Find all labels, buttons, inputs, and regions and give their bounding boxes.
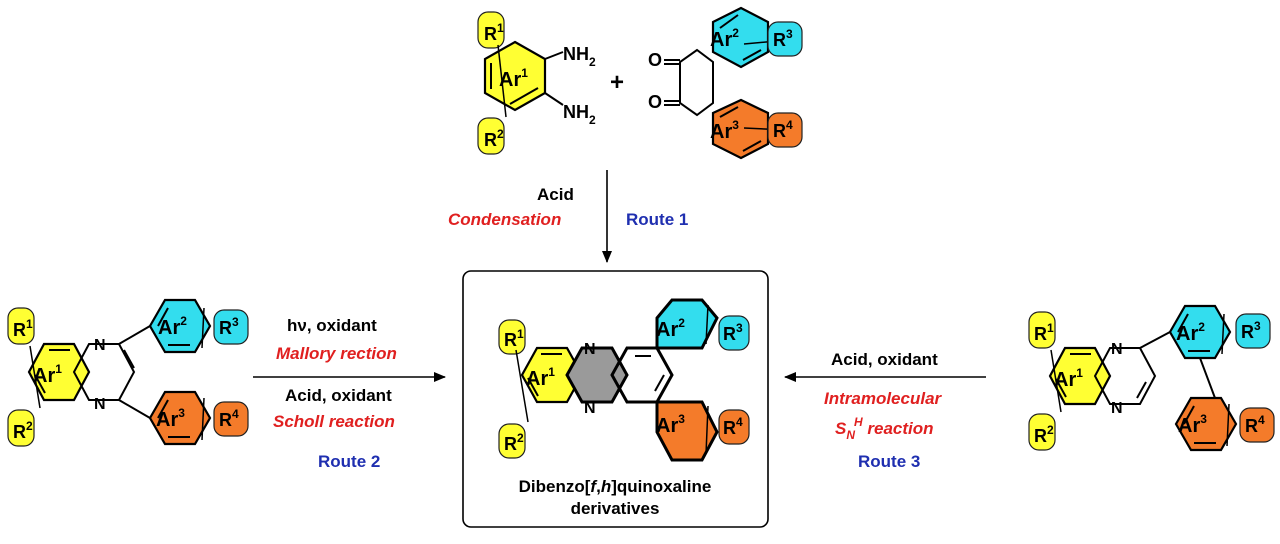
route2-reaction1: Mallory rection: [276, 344, 397, 363]
svg-text:N: N: [1111, 400, 1123, 417]
svg-text:N: N: [94, 337, 106, 354]
ar3-ring: [711, 98, 770, 160]
ar3-label: Ar3: [710, 118, 739, 143]
route3-reagent: Acid, oxidant: [831, 350, 938, 369]
route3-reaction1: Intramolecular: [824, 389, 943, 408]
nh2-bottom: NH2: [563, 102, 596, 127]
r3-pill: [767, 21, 803, 57]
svg-text:Ar2: Ar2: [158, 314, 187, 339]
svg-text:Ar3: Ar3: [156, 406, 185, 431]
product-name-line1: Dibenzo[f,h]quinoxaline: [519, 477, 712, 496]
svg-text:R4: R4: [219, 407, 239, 430]
svg-text:N: N: [584, 341, 596, 358]
product-structure: R1 R2 Ar1 N N Ar2 R3 Ar3 R4: [498, 298, 750, 462]
r1-label: R1: [484, 21, 504, 44]
svg-text:Ar3: Ar3: [1178, 412, 1207, 437]
svg-text:R2: R2: [13, 419, 33, 442]
r2-label: R2: [484, 127, 504, 150]
svg-text:R1: R1: [504, 327, 524, 350]
svg-text:N: N: [94, 396, 106, 413]
svg-text:R3: R3: [723, 321, 743, 344]
route2-reaction2: Scholl reaction: [273, 412, 395, 431]
svg-text:Ar1: Ar1: [1054, 366, 1083, 391]
diketone-reactant: O O Ar2 R3 Ar3 R4: [648, 6, 803, 160]
route2-name: Route 2: [318, 452, 380, 471]
svg-text:N: N: [584, 400, 596, 417]
svg-text:Ar2: Ar2: [656, 316, 685, 341]
route2-reagent2: Acid, oxidant: [285, 386, 392, 405]
plus-sign: +: [610, 69, 624, 96]
svg-text:N: N: [1111, 341, 1123, 358]
svg-text:R3: R3: [1241, 319, 1261, 342]
route3-reaction2: SNH reaction: [835, 415, 934, 442]
route3-substrate: R1 R2 Ar1 N N Ar2 R3 Ar3 R4: [1028, 304, 1275, 452]
svg-text:R1: R1: [13, 317, 33, 340]
nh2-top: NH2: [563, 44, 596, 69]
svg-text:R2: R2: [1034, 423, 1054, 446]
o-bottom: O: [648, 92, 662, 112]
route3-name: Route 3: [858, 452, 920, 471]
diamine-reactant: R1 R2 Ar1 NH2 NH2: [477, 11, 596, 155]
svg-text:R4: R4: [1245, 413, 1265, 436]
ar1-label: Ar1: [499, 66, 528, 91]
svg-text:Ar1: Ar1: [526, 365, 555, 390]
r3-label: R3: [773, 27, 793, 50]
svg-text:R1: R1: [1034, 321, 1054, 344]
r2-pill: [477, 117, 505, 155]
route2-reagent1: hν, oxidant: [287, 316, 377, 335]
svg-text:R2: R2: [504, 431, 524, 454]
r4-pill: [767, 112, 803, 148]
route1-reagent: Acid: [537, 185, 574, 204]
ar2-label: Ar2: [710, 26, 739, 51]
product-name-line2: derivatives: [571, 499, 660, 518]
o-top: O: [648, 50, 662, 70]
svg-text:R4: R4: [723, 415, 743, 438]
svg-text:Ar2: Ar2: [1176, 320, 1205, 345]
route2-substrate: R1 R2 Ar1 N N Ar2 R3 Ar3 R4: [7, 298, 249, 447]
route1-name: Route 1: [626, 210, 688, 229]
r1-pill: [477, 11, 505, 49]
r4-label: R4: [773, 118, 793, 141]
svg-text:R3: R3: [219, 315, 239, 338]
svg-text:Ar1: Ar1: [33, 362, 62, 387]
route1-reaction: Condensation: [448, 210, 561, 229]
svg-text:Ar3: Ar3: [656, 412, 685, 437]
